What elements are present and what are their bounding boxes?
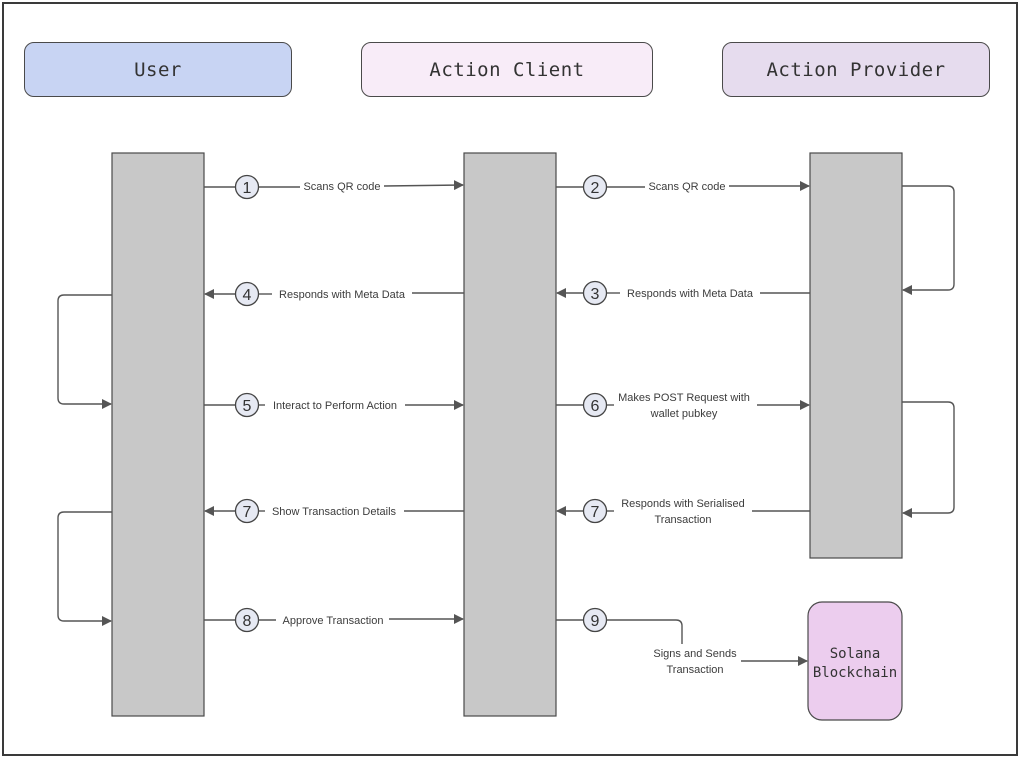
- lifeline-user: [111, 152, 205, 717]
- message-label-line1: Signs and Sends: [653, 648, 737, 660]
- step-number: 3: [591, 286, 600, 303]
- message-1: 1 Scans QR code: [204, 174, 464, 200]
- solana-blockchain-box: [807, 601, 903, 721]
- message-label: Approve Transaction: [283, 615, 384, 627]
- step-number: 5: [243, 398, 252, 415]
- step-circle: [582, 174, 608, 200]
- blockchain-label-line2: Blockchain: [813, 665, 897, 681]
- step-circle: [582, 498, 608, 524]
- message-label: Interact to Perform Action: [273, 400, 397, 412]
- step-circle: [234, 281, 260, 307]
- message-label: Responds with Meta Data: [279, 289, 406, 301]
- actor-action-client: Action Client: [361, 42, 653, 97]
- actor-action-provider: Action Provider: [722, 42, 990, 97]
- message-label: Show Transaction Details: [272, 506, 397, 518]
- self-loop-provider-1: [902, 185, 955, 295]
- lifeline-action-provider: [809, 152, 903, 559]
- message-8: 8 Approve Transaction: [204, 607, 464, 633]
- step-circle: [234, 498, 260, 524]
- step-circle: [234, 607, 260, 633]
- step-number: 8: [243, 613, 252, 630]
- step-circle: [234, 174, 260, 200]
- message-2: 2 Scans QR code: [556, 174, 810, 200]
- step-circle: [582, 392, 608, 418]
- step-number: 6: [591, 398, 600, 415]
- message-9: 9 Signs and Sends Transaction: [556, 607, 808, 676]
- message-label: Responds with Meta Data: [627, 288, 754, 300]
- step-number: 2: [591, 180, 600, 197]
- self-loop-user-1: [57, 294, 112, 409]
- lifeline-action-client: [463, 152, 557, 717]
- message-label-line2: Transaction: [666, 664, 723, 676]
- actor-user: User: [24, 42, 292, 97]
- message-3: 3 Responds with Meta Data: [556, 280, 810, 306]
- message-7-user: 7 Show Transaction Details: [204, 498, 464, 524]
- message-label: Scans QR code: [303, 181, 380, 193]
- step-circle: [582, 280, 608, 306]
- step-number: 1: [243, 180, 252, 197]
- message-label: Scans QR code: [648, 181, 725, 193]
- message-label-line2: Transaction: [654, 514, 711, 526]
- step-number: 4: [243, 287, 252, 304]
- message-label-line1: Responds with Serialised: [621, 498, 745, 510]
- blockchain-label-line1: Solana: [830, 646, 881, 662]
- step-number: 7: [243, 504, 252, 521]
- step-circle: [234, 392, 260, 418]
- message-6: 6 Makes POST Request with wallet pubkey: [556, 392, 810, 420]
- step-circle: [582, 607, 608, 633]
- message-7-client: 7 Responds with Serialised Transaction: [556, 498, 810, 526]
- step-number: 7: [591, 504, 600, 521]
- message-4: 4 Responds with Meta Data: [204, 281, 464, 307]
- message-label-line2: wallet pubkey: [650, 408, 718, 420]
- step-number: 9: [591, 613, 600, 630]
- message-label-line1: Makes POST Request with: [618, 392, 750, 404]
- self-loop-provider-2: [902, 401, 955, 518]
- self-loop-user-2: [57, 511, 112, 626]
- message-5: 5 Interact to Perform Action: [204, 392, 464, 418]
